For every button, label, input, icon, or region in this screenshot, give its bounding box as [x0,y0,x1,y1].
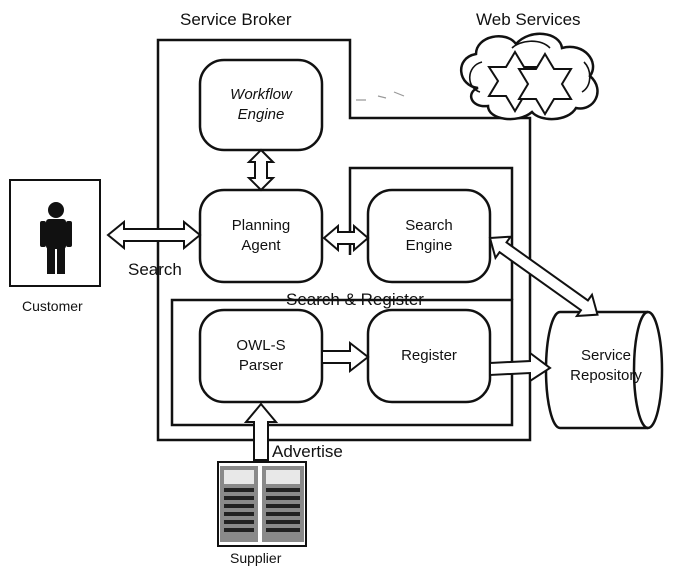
supplier-advertise-arrow [243,402,279,461]
owls-parser-text: OWL-S Parser [200,336,322,375]
service-repository-line-1: Service [580,347,632,364]
customer-planning-arrow [106,219,202,251]
workflow-planning-arrow [246,148,276,192]
advertise-label: Advertise [272,442,343,461]
service-repository-cylinder [544,310,664,430]
owls-parser-line-1: OWL-S [236,337,286,354]
workflow-engine-line-1: Workflow [230,86,292,103]
service-broker-boundary [156,38,532,442]
customer-person-icon [9,179,101,287]
service-broker-label: Service Broker [180,10,292,29]
register-repository-arrow [489,351,552,383]
parser-register-arrow [321,340,370,374]
dashed-mark [356,91,405,101]
planning-agent-line-2: Agent [241,236,281,254]
planning-agent-text: Planning Agent [200,216,322,255]
search-engine-text: Search Engine [368,216,490,255]
service-repository-line-2: Repository [570,366,642,384]
workflow-engine-text: Workflow Engine [200,85,322,124]
search-register-label: Search & Register [286,290,424,309]
supplier-server-icon [217,461,307,547]
owls-parser-line-2: Parser [238,356,284,374]
search-engine-line-2: Engine [405,236,453,254]
register-text: Register [368,346,490,366]
register-line-1: Register [401,347,457,364]
planning-search-arrow [322,223,370,253]
workflow-engine-line-2: Engine [237,105,285,123]
search-engine-region [348,166,514,300]
search-engine-box [366,188,492,284]
search-repository-arrow [488,235,599,318]
supplier-label: Supplier [230,550,282,566]
search-engine-line-1: Search [405,217,453,234]
search-register-region [170,298,514,427]
planning-agent-line-1: Planning [231,217,291,234]
customer-label: Customer [22,298,83,314]
service-repository-text: Service Repository [550,346,662,385]
search-label: Search [128,260,182,279]
web-services-label: Web Services [476,10,581,29]
web-services-cloud-icon [459,32,599,121]
